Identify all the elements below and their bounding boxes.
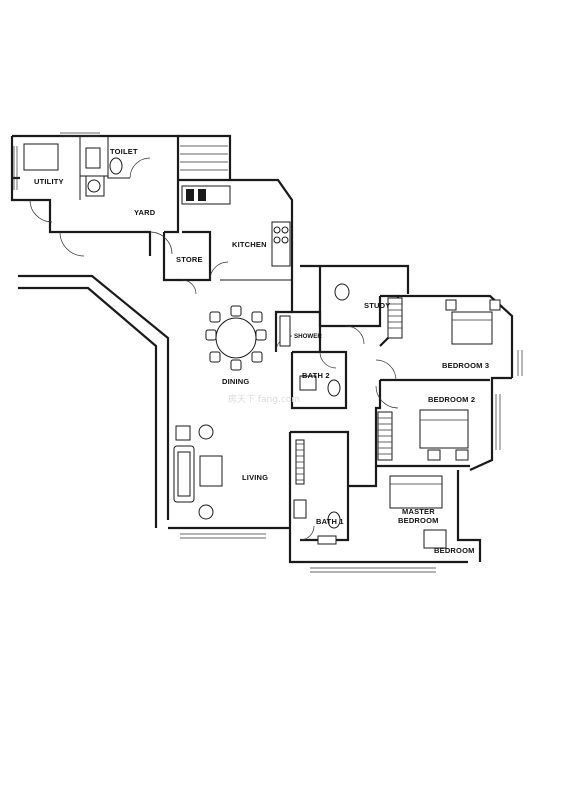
room-label-store: STORE [176, 255, 203, 264]
room-label-yard: YARD [134, 208, 156, 217]
room-label-bath1: BATH 1 [316, 517, 344, 526]
room-label-kitchen: KITCHEN [232, 240, 267, 249]
watermark: 房天下 fang.com [228, 393, 300, 405]
room-label-bedroom: BEDROOM [434, 546, 475, 555]
room-label-living: LIVING [242, 473, 268, 482]
outer-walls [10, 134, 514, 564]
room-label-dining: DINING [222, 377, 249, 386]
room-label-study: STUDY [364, 301, 390, 310]
room-label-shower: SHOWER [294, 333, 322, 340]
room-label-toilet: TOILET [110, 147, 138, 156]
doors [29, 157, 399, 541]
room-label-master-line2: BEDROOM [398, 516, 439, 525]
room-label-utility: UTILITY [34, 177, 64, 186]
room-label-bedroom3: BEDROOM 3 [442, 361, 489, 370]
room-labels: UTILITY TOILET YARD KITCHEN STORE STUDY … [34, 147, 489, 555]
fixtures [23, 143, 501, 549]
windows [13, 132, 523, 573]
room-label-bedroom2: BEDROOM 2 [428, 395, 475, 404]
room-label-bath2: BATH 2 [302, 371, 330, 380]
room-label-master-line1: MASTER [402, 507, 435, 516]
